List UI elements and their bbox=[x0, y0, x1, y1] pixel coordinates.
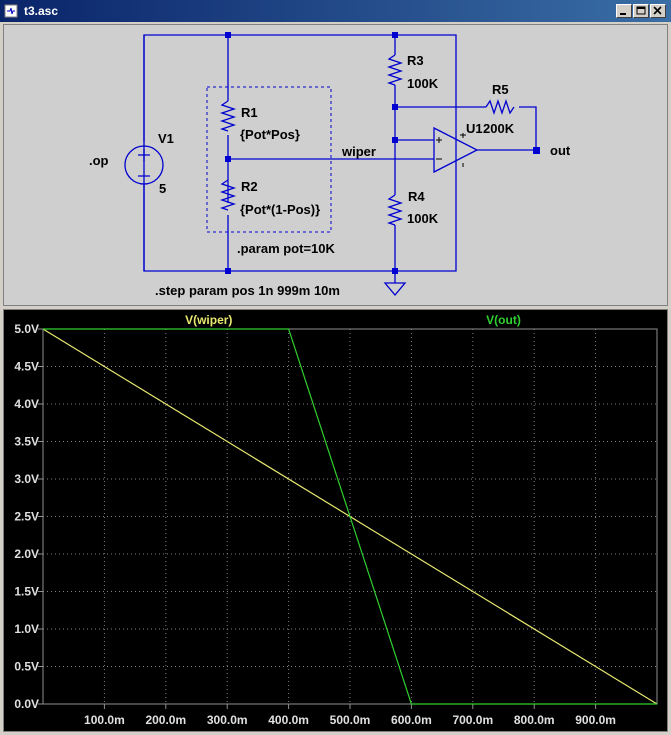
series-line-1 bbox=[43, 328, 657, 705]
r1-value: {Pot*Pos} bbox=[240, 127, 300, 142]
schematic-file-icon bbox=[4, 4, 18, 18]
close-icon bbox=[653, 6, 662, 15]
y-tick-label: 1.5V bbox=[14, 585, 39, 599]
r1-label: R1 bbox=[241, 105, 258, 120]
y-tick-label: 0.0V bbox=[14, 697, 39, 711]
r2-label: R2 bbox=[241, 179, 258, 194]
x-tick-label: 400.0m bbox=[268, 713, 309, 727]
schematic-pane[interactable]: V1 5 .op R1 {Pot*Pos} R2 {Pot*(1-Pos)} R… bbox=[3, 24, 668, 306]
step-directive: .step param pos 1n 999m 10m bbox=[155, 283, 340, 298]
y-tick-label: 0.5V bbox=[14, 660, 39, 674]
pot-boundary bbox=[206, 86, 332, 233]
minimize-button[interactable] bbox=[616, 4, 632, 18]
wiper-net-label: wiper bbox=[341, 144, 376, 159]
legend-label-1: V(out) bbox=[486, 313, 521, 327]
r2-value: {Pot*(1-Pos)} bbox=[240, 202, 320, 217]
minimize-icon bbox=[620, 13, 626, 15]
x-tick-label: 300.0m bbox=[207, 713, 248, 727]
op-directive: .op bbox=[89, 153, 109, 168]
y-tick-label: 2.0V bbox=[14, 547, 39, 561]
junction-dots bbox=[225, 32, 540, 274]
v1-source[interactable] bbox=[124, 145, 164, 185]
u1-label: U1 bbox=[466, 121, 483, 136]
r3-label: R3 bbox=[407, 53, 424, 68]
r4-resistor[interactable] bbox=[386, 194, 404, 226]
r5-value: 200K bbox=[483, 121, 515, 136]
y-tick-label: 5.0V bbox=[14, 322, 39, 336]
x-tick-label: 100.0m bbox=[84, 713, 125, 727]
waveform-plot[interactable]: 100.0m 200.0m 300.0m 400.0m 500.0m 600.0m 700.… bbox=[4, 310, 669, 733]
waveform-pane[interactable]: 100.0m 200.0m 300.0m 400.0m 500.0m 600.0m 700.… bbox=[3, 309, 668, 732]
maximize-icon bbox=[636, 6, 646, 15]
x-tick-label: 800.0m bbox=[514, 713, 555, 727]
window-title: t3.asc bbox=[24, 4, 59, 18]
r4-label: R4 bbox=[408, 189, 425, 204]
r3-value: 100K bbox=[407, 76, 439, 91]
x-tick-label: 200.0m bbox=[145, 713, 186, 727]
schematic-canvas[interactable]: V1 5 .op R1 {Pot*Pos} R2 {Pot*(1-Pos)} R… bbox=[4, 25, 669, 307]
y-tick-label: 4.5V bbox=[14, 360, 39, 374]
r5-label: R5 bbox=[492, 82, 509, 97]
r2-resistor[interactable] bbox=[219, 179, 237, 211]
y-tick-label: 2.5V bbox=[14, 510, 39, 524]
legend-label-0: V(wiper) bbox=[185, 313, 232, 327]
out-net-label: out bbox=[550, 143, 571, 158]
y-tick-label: 3.0V bbox=[14, 472, 39, 486]
x-tick-label: 900.0m bbox=[575, 713, 616, 727]
v1-value: 5 bbox=[159, 181, 166, 196]
y-tick-label: 1.0V bbox=[14, 622, 39, 636]
param-directive: .param pot=10K bbox=[237, 241, 336, 256]
maximize-button[interactable] bbox=[633, 4, 649, 18]
x-tick-label: 600.0m bbox=[391, 713, 432, 727]
x-tick-label: 500.0m bbox=[330, 713, 371, 727]
r4-value: 100K bbox=[407, 211, 439, 226]
r1-resistor[interactable] bbox=[219, 100, 237, 132]
y-tick-label: 4.0V bbox=[14, 397, 39, 411]
wires bbox=[143, 34, 537, 283]
u1-opamp[interactable] bbox=[433, 126, 479, 174]
v1-label: V1 bbox=[158, 131, 174, 146]
r3-resistor[interactable] bbox=[386, 54, 404, 86]
ground-icon bbox=[383, 282, 407, 297]
close-button[interactable] bbox=[650, 4, 666, 18]
x-tick-label: 700.0m bbox=[452, 713, 493, 727]
y-tick-label: 3.5V bbox=[14, 435, 39, 449]
title-bar[interactable]: t3.asc bbox=[0, 0, 671, 22]
r5-resistor[interactable] bbox=[485, 98, 515, 116]
